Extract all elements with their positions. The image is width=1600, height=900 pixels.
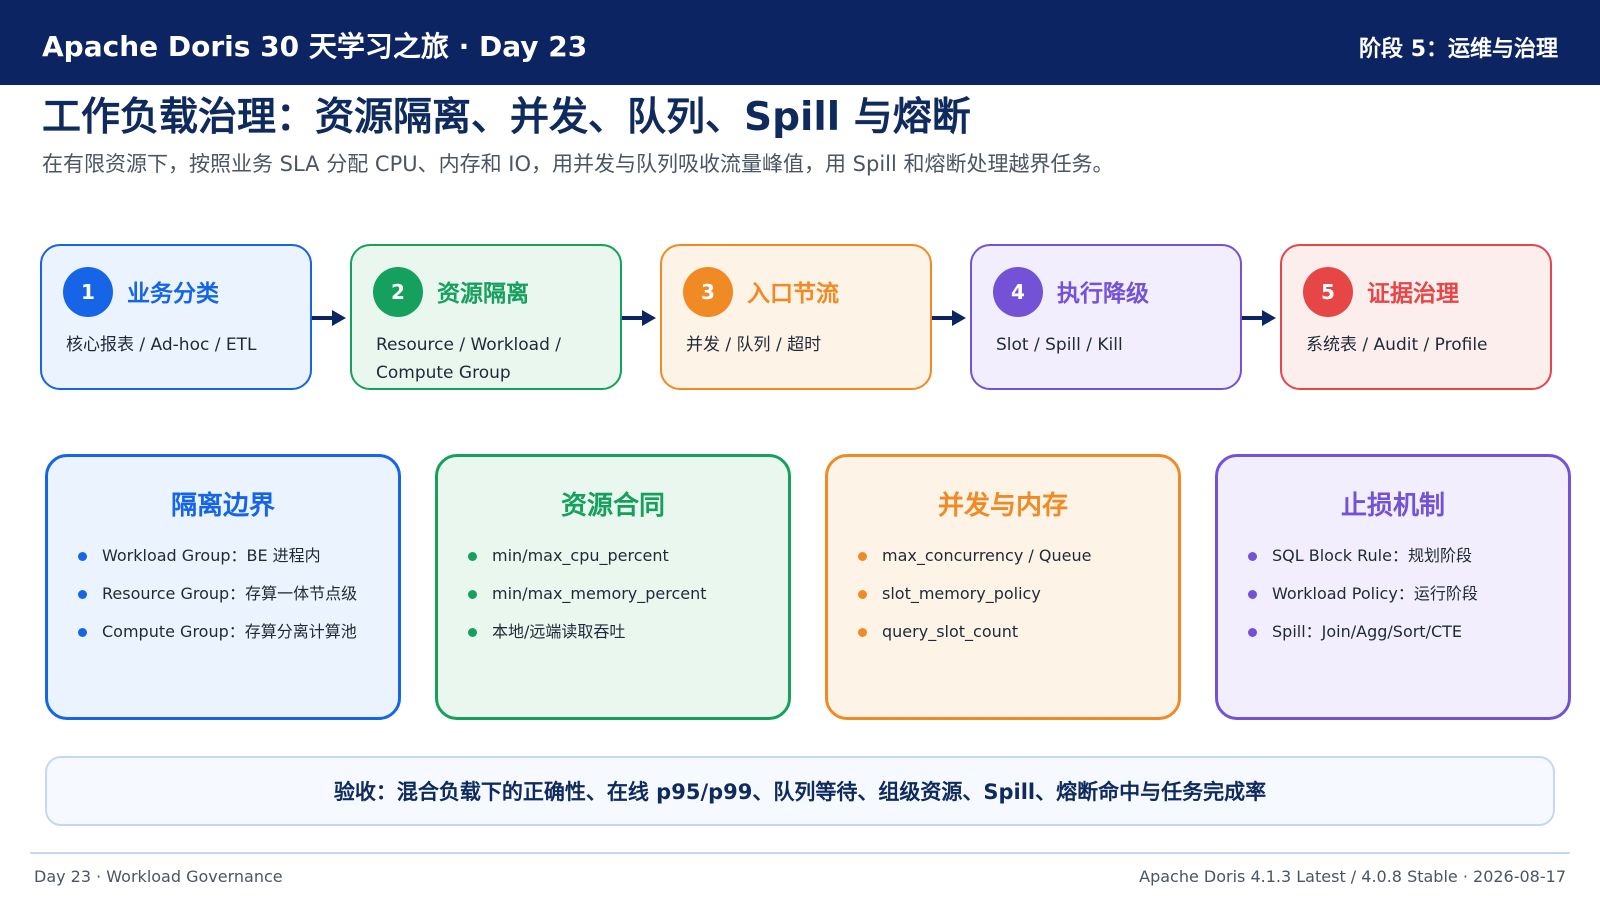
- bullet-dot-icon: [78, 590, 87, 599]
- bullet-dot-icon: [1248, 628, 1257, 637]
- list-item: min/max_cpu_percent: [468, 546, 707, 584]
- step-title: 资源隔离: [437, 281, 529, 307]
- flow-step-1: 1 业务分类 核心报表 / Ad-hoc / ETL: [40, 244, 312, 390]
- list-item: Compute Group：存算分离计算池: [78, 622, 357, 660]
- list-item: Workload Group：BE 进程内: [78, 546, 357, 584]
- footer-left: Day 23 · Workload Governance: [34, 867, 283, 886]
- acceptance-banner: 验收：混合负载下的正确性、在线 p95/p99、队列等待、组级资源、Spill、…: [45, 756, 1555, 826]
- bullet-dot-icon: [858, 590, 867, 599]
- course-title: Apache Doris 30 天学习之旅 · Day 23: [42, 30, 588, 63]
- list-item-text: Spill：Join/Agg/Sort/CTE: [1272, 622, 1463, 641]
- card-list: Workload Group：BE 进程内 Resource Group：存算一…: [78, 546, 357, 660]
- step-number-badge: 1: [63, 267, 113, 317]
- flow-step-3: 3 入口节流 并发 / 队列 / 超时: [660, 244, 932, 390]
- list-item: slot_memory_policy: [858, 584, 1091, 622]
- list-item-text: query_slot_count: [882, 622, 1019, 641]
- footer-divider: [30, 852, 1570, 854]
- list-item: Spill：Join/Agg/Sort/CTE: [1248, 622, 1478, 660]
- list-item-text: Workload Policy：运行阶段: [1272, 584, 1478, 603]
- card-list: SQL Block Rule：规划阶段 Workload Policy：运行阶段…: [1248, 546, 1478, 660]
- card-title: 止损机制: [1340, 491, 1445, 521]
- footer-right: Apache Doris 4.1.3 Latest / 4.0.8 Stable…: [1139, 867, 1566, 886]
- card-concurrency-memory: 并发与内存 max_concurrency / Queue slot_memor…: [825, 454, 1181, 720]
- flow-step-5: 5 证据治理 系统表 / Audit / Profile: [1280, 244, 1552, 390]
- bullet-dot-icon: [78, 552, 87, 561]
- right-arrow-icon: [622, 310, 656, 326]
- flow-step-2: 2 资源隔离 Resource / Workload / Compute Gro…: [350, 244, 622, 390]
- card-loss-prevention: 止损机制 SQL Block Rule：规划阶段 Workload Policy…: [1215, 454, 1571, 720]
- step-description: Resource / Workload / Compute Group: [376, 335, 562, 383]
- step-title: 业务分类: [127, 281, 219, 307]
- list-item: 本地/远端读取吞吐: [468, 622, 707, 660]
- bullet-dot-icon: [468, 628, 477, 637]
- card-title: 并发与内存: [937, 491, 1068, 521]
- right-arrow-icon: [932, 310, 966, 326]
- right-arrow-icon: [1242, 310, 1276, 326]
- list-item-text: Compute Group：存算分离计算池: [102, 622, 357, 641]
- step-description: 并发 / 队列 / 超时: [686, 335, 822, 355]
- list-item: Workload Policy：运行阶段: [1248, 584, 1478, 622]
- bullet-dot-icon: [858, 628, 867, 637]
- card-list: max_concurrency / Queue slot_memory_poli…: [858, 546, 1091, 660]
- list-item: max_concurrency / Queue: [858, 546, 1091, 584]
- list-item-text: 本地/远端读取吞吐: [492, 622, 626, 641]
- list-item: Resource Group：存算一体节点级: [78, 584, 357, 622]
- right-arrow-icon: [312, 310, 346, 326]
- top-banner: Apache Doris 30 天学习之旅 · Day 23 阶段 5：运维与治…: [0, 0, 1600, 85]
- step-title: 执行降级: [1057, 281, 1149, 307]
- card-title: 隔离边界: [170, 491, 275, 521]
- bullet-dot-icon: [1248, 552, 1257, 561]
- list-item-text: slot_memory_policy: [882, 584, 1041, 603]
- list-item-text: Workload Group：BE 进程内: [102, 546, 321, 565]
- bullet-dot-icon: [858, 552, 867, 561]
- step-description: Slot / Spill / Kill: [996, 335, 1123, 355]
- card-resource-contract: 资源合同 min/max_cpu_percent min/max_memory_…: [435, 454, 791, 720]
- flow-step-4: 4 执行降级 Slot / Spill / Kill: [970, 244, 1242, 390]
- page-subtitle: 在有限资源下，按照业务 SLA 分配 CPU、内存和 IO，用并发与队列吸收流量…: [42, 152, 1114, 176]
- step-number-badge: 2: [373, 267, 423, 317]
- step-title: 入口节流: [747, 281, 839, 307]
- list-item: SQL Block Rule：规划阶段: [1248, 546, 1478, 584]
- bullet-dot-icon: [78, 628, 87, 637]
- step-description: 系统表 / Audit / Profile: [1306, 335, 1488, 355]
- page-title: 工作负载治理：资源隔离、并发、队列、Spill 与熔断: [42, 95, 971, 140]
- step-description: 核心报表 / Ad-hoc / ETL: [66, 335, 257, 355]
- list-item: query_slot_count: [858, 622, 1091, 660]
- step-number-badge: 3: [683, 267, 733, 317]
- step-title: 证据治理: [1367, 281, 1459, 307]
- stage-label: 阶段 5：运维与治理: [1359, 37, 1558, 62]
- list-item-text: max_concurrency / Queue: [882, 546, 1092, 565]
- list-item: min/max_memory_percent: [468, 584, 707, 622]
- card-title: 资源合同: [560, 491, 665, 521]
- bullet-dot-icon: [468, 590, 477, 599]
- step-number-badge: 5: [1303, 267, 1353, 317]
- list-item-text: min/max_cpu_percent: [492, 546, 669, 565]
- list-item-text: min/max_memory_percent: [492, 584, 707, 603]
- step-number-badge: 4: [993, 267, 1043, 317]
- bullet-dot-icon: [468, 552, 477, 561]
- list-item-text: Resource Group：存算一体节点级: [102, 584, 358, 603]
- list-item-text: SQL Block Rule：规划阶段: [1272, 546, 1472, 565]
- card-isolation-boundary: 隔离边界 Workload Group：BE 进程内 Resource Grou…: [45, 454, 401, 720]
- bullet-dot-icon: [1248, 590, 1257, 599]
- card-list: min/max_cpu_percent min/max_memory_perce…: [468, 546, 707, 660]
